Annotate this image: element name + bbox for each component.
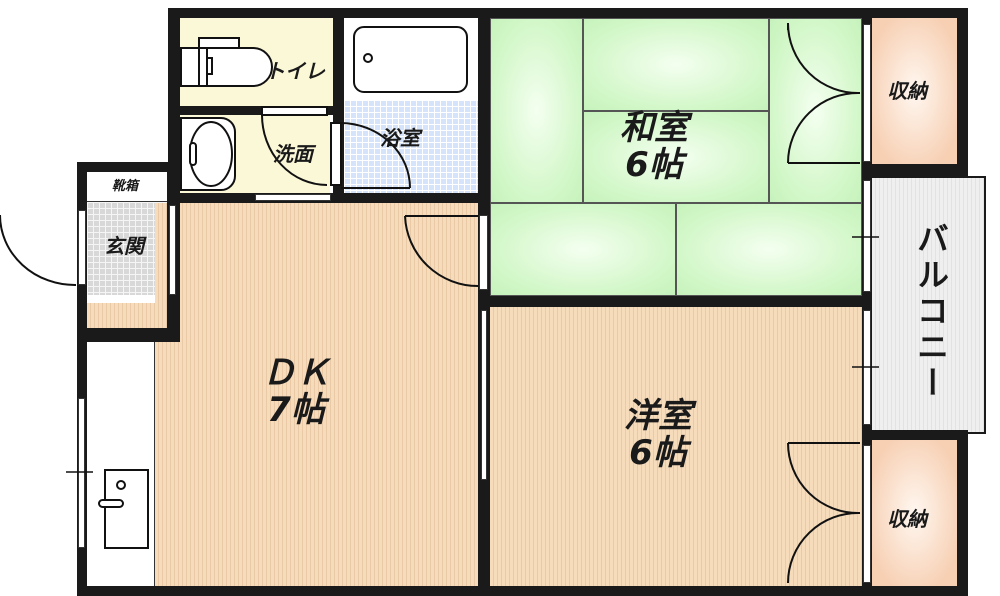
wall	[77, 586, 968, 596]
entrance-door-swing-icon	[0, 214, 77, 287]
shoe-box-label: 靴箱	[112, 179, 139, 194]
wall	[87, 328, 180, 342]
washroom-label: 洗面	[273, 142, 313, 166]
toilet-label: トイレ	[265, 59, 325, 83]
tatami-mat	[490, 18, 583, 203]
wall	[957, 430, 968, 596]
youshitsu-floor	[490, 307, 862, 586]
closet-door-bottom-frame	[863, 445, 871, 583]
closet-door-icon	[787, 22, 861, 164]
wall	[77, 162, 87, 596]
kitchen-sink-icon	[98, 469, 149, 549]
window	[479, 215, 488, 290]
dk-floor	[155, 203, 478, 586]
door-swing-icon	[261, 106, 328, 186]
tatami-mat	[676, 203, 862, 296]
toilet-icon	[180, 37, 273, 87]
balcony-label: バルコニー	[912, 222, 950, 402]
tatami-mat	[583, 111, 769, 203]
wall	[862, 8, 872, 596]
wall	[957, 8, 968, 176]
washroom-opening	[255, 194, 331, 201]
dk-entry-frame	[169, 205, 176, 295]
wall	[77, 162, 177, 172]
bathtub-icon	[353, 26, 468, 93]
closet-bottom-floor	[872, 440, 957, 586]
tatami-mat	[769, 18, 862, 203]
wall	[180, 106, 333, 115]
tatami-mat	[490, 203, 676, 296]
dk-label: ＤＫ 7帖	[262, 353, 330, 431]
wall	[333, 8, 344, 203]
door-swing-icon	[404, 215, 479, 288]
wall	[168, 8, 180, 203]
bathroom-label: 浴室	[380, 126, 420, 150]
entrance-floor	[87, 202, 167, 295]
closet-top-label: 収納	[887, 79, 927, 103]
entrance-door-frame	[78, 210, 86, 285]
closet-door-icon	[787, 442, 861, 584]
wall	[168, 8, 968, 18]
shoe-box	[87, 172, 167, 202]
closet-top-floor	[872, 18, 957, 164]
sliding-door	[481, 310, 487, 480]
door-swing-icon	[330, 122, 411, 189]
entrance-label: 玄関	[104, 234, 144, 258]
bathroom-floor	[344, 100, 478, 193]
youshitsu-label: 洋室 6帖	[624, 396, 692, 474]
washitsu-label: 和室 6帖	[620, 108, 688, 186]
balcony-door-top	[863, 180, 871, 292]
tatami-mat	[583, 18, 769, 111]
wall	[872, 164, 967, 176]
closet-door-top-frame	[863, 24, 871, 162]
wall	[490, 296, 872, 307]
closet-bottom-label: 収納	[887, 507, 927, 531]
window-mark-icon	[66, 236, 879, 473]
entrance-step	[87, 303, 167, 328]
sink-icon	[180, 117, 236, 191]
wall	[872, 430, 967, 440]
kitchen-window	[78, 398, 85, 548]
